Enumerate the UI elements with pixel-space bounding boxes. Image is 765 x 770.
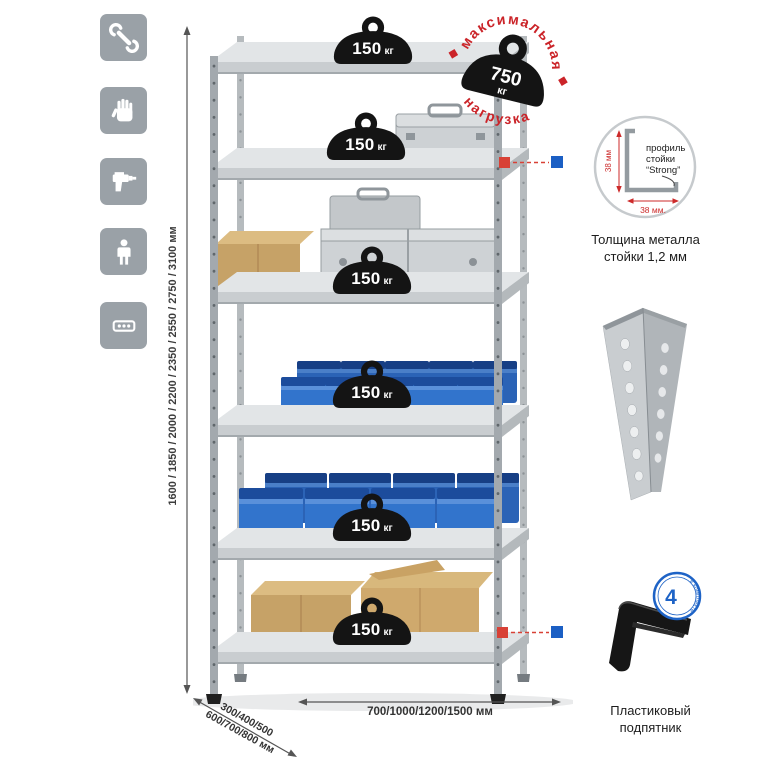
profile-dim-horizontal: 38 мм.: [627, 198, 679, 215]
set-count-badge: 4 в комплекте: [652, 571, 702, 621]
badge-number: 4: [665, 586, 677, 609]
shelf-load-unit: кг: [383, 522, 393, 534]
foot-caption: Пластиковый подпятник: [578, 702, 723, 736]
perforated-post-icon: [112, 319, 135, 332]
shelf-load-unit: кг: [383, 389, 393, 401]
profile-label-3: “Strong”: [646, 165, 680, 176]
weight-icon: [332, 597, 412, 645]
max-load-stamp: максимальная нагрузка 750 кг: [448, 2, 575, 134]
person-icon: [116, 238, 131, 265]
weight-icon: [326, 112, 406, 160]
wrench-icon: [108, 22, 139, 53]
weight-icon: [333, 16, 413, 64]
shelf-load-value: 150: [351, 268, 381, 288]
rack-front-posts: [210, 56, 502, 694]
profile-drawing: [624, 128, 679, 193]
shelf-4: [210, 405, 529, 437]
post-perforations-left: [620, 338, 644, 482]
feature-tile-drill: [100, 158, 147, 205]
feature-tile-person: [100, 228, 147, 275]
profile-dim-v-label: 38 мм: [604, 150, 613, 172]
shelf-load-unit: кг: [384, 45, 394, 57]
profile-label-2: стойки: [646, 154, 675, 165]
feature-tile-post: [100, 302, 147, 349]
profile-label-1: профиль: [646, 143, 685, 154]
post-profile-callout: 38 мм 38 мм. профиль стойки “Strong”: [593, 115, 697, 219]
foot-caption-line1: Пластиковый: [610, 703, 691, 718]
shelf-load-unit: кг: [383, 275, 393, 287]
corner-post-image: [602, 307, 687, 501]
profile-caption: Толщина металла стойки 1,2 мм: [573, 231, 718, 265]
shelf-load-unit: кг: [383, 626, 393, 638]
shelf-load-value: 150: [351, 382, 381, 402]
profile-dim-h-label: 38 мм.: [640, 205, 666, 215]
stamp-separator: [558, 76, 568, 86]
height-dimension-line: [183, 26, 191, 694]
weight-icon: [332, 246, 412, 294]
shelf-load-value: 150: [352, 38, 382, 58]
shelf-load-unit: кг: [377, 141, 387, 153]
profile-labels: профиль стойки “Strong”: [646, 143, 685, 176]
height-dimensions-label: 1600 / 1850 / 2000 / 2200 / 2350 / 2550 …: [167, 226, 179, 506]
profile-caption-line1: Толщина металла: [591, 232, 700, 247]
stamp-separator: [448, 49, 459, 59]
weight-icon: [332, 360, 412, 408]
post-perforations-right: [654, 343, 669, 463]
shelf-load-value: 150: [351, 619, 381, 639]
profile-dim-vertical: 38 мм: [604, 130, 622, 193]
profile-pointer: [661, 175, 675, 187]
width-dimensions-label: 700/1000/1200/1500 мм: [367, 706, 493, 718]
shelf-load-value: 150: [345, 134, 375, 154]
shelf-load-value: 150: [351, 515, 381, 535]
feature-tile-assembly: [100, 14, 147, 61]
stamp-unit: кг: [496, 84, 509, 98]
weight-icon-body: [461, 54, 544, 107]
weight-icon: [332, 493, 412, 541]
drill-icon: [112, 171, 136, 191]
gloves-icon: [111, 98, 132, 121]
foot-caption-line2: подпятник: [619, 720, 682, 736]
profile-caption-line2: стойки 1,2 мм: [604, 249, 687, 265]
feature-tile-gloves: [100, 87, 147, 134]
